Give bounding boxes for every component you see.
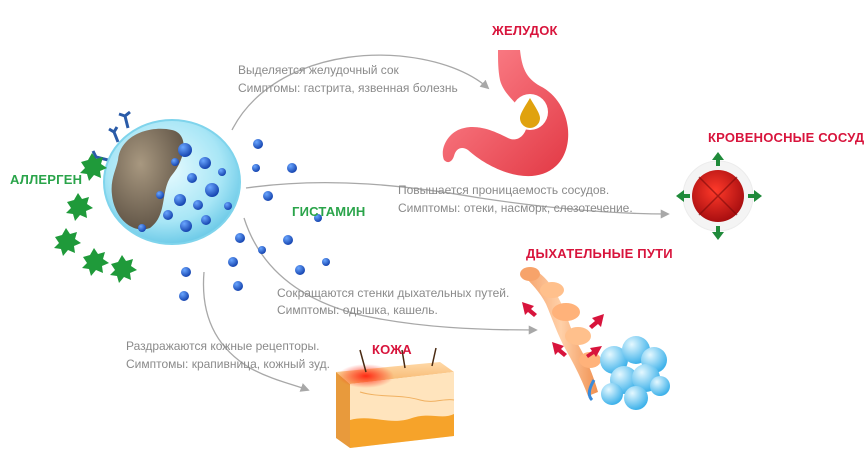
hair-icons bbox=[359, 347, 437, 373]
receptor-icon bbox=[118, 110, 131, 129]
allergen-label: АЛЛЕРГЕН bbox=[10, 172, 83, 187]
arrow-to-skin bbox=[202, 271, 310, 392]
arrow-to-vessels bbox=[245, 181, 670, 219]
effect-arrows bbox=[202, 54, 670, 392]
skin-effect-line1: Раздражаются кожные рецепторы. bbox=[126, 339, 320, 353]
allergen-icon bbox=[80, 153, 107, 181]
mast-cell bbox=[90, 110, 241, 245]
airways-effect-line1: Сокращаются стенки дыхательных путей. bbox=[277, 286, 510, 300]
allergen-icon bbox=[82, 248, 109, 276]
allergen-particles bbox=[54, 153, 137, 283]
vessels-label: КРОВЕНОСНЫЕ СОСУДЫ bbox=[708, 130, 864, 145]
cell-nucleus bbox=[111, 128, 184, 230]
skin-label: КОЖА bbox=[372, 342, 412, 357]
skin-irritation bbox=[338, 364, 394, 388]
stomach-effect-line2: Симптомы: гастрита, язвенная болезнь bbox=[238, 81, 458, 95]
droplet-icon bbox=[520, 98, 540, 128]
histamine-particles bbox=[179, 139, 330, 301]
vessels-effect-line2: Симптомы: отеки, насморк, слезотечение. bbox=[398, 201, 633, 215]
stomach-label: ЖЕЛУДОК bbox=[492, 23, 558, 38]
histamine-label: ГИСТАМИН bbox=[292, 204, 366, 219]
blood-vessel-illustration bbox=[676, 152, 762, 240]
arrow-to-stomach bbox=[231, 54, 490, 131]
stomach-illustration bbox=[442, 50, 569, 177]
allergen-icon bbox=[54, 228, 81, 256]
airways-label: ДЫХАТЕЛЬНЫЕ ПУТИ bbox=[526, 246, 673, 261]
vessels-effect-line1: Повышается проницаемость сосудов. bbox=[398, 183, 610, 197]
alveoli bbox=[600, 336, 670, 410]
arrow-to-airways bbox=[243, 217, 538, 335]
cell-granules bbox=[138, 143, 232, 232]
allergen-icon bbox=[66, 193, 93, 221]
receptor-icon bbox=[108, 126, 120, 143]
stomach-effect-line1: Выделяется желудочный сок bbox=[238, 63, 399, 77]
skin-effect-line2: Симптомы: крапивница, кожный зуд. bbox=[126, 357, 330, 371]
outward-arrow-icons bbox=[676, 152, 762, 240]
airways-illustration bbox=[520, 267, 670, 410]
constriction-arrow-icons bbox=[522, 302, 604, 358]
airways-effect-line2: Симптомы: одышка, кашель. bbox=[277, 303, 438, 317]
skin-illustration bbox=[336, 347, 455, 448]
allergen-icon bbox=[110, 255, 137, 283]
